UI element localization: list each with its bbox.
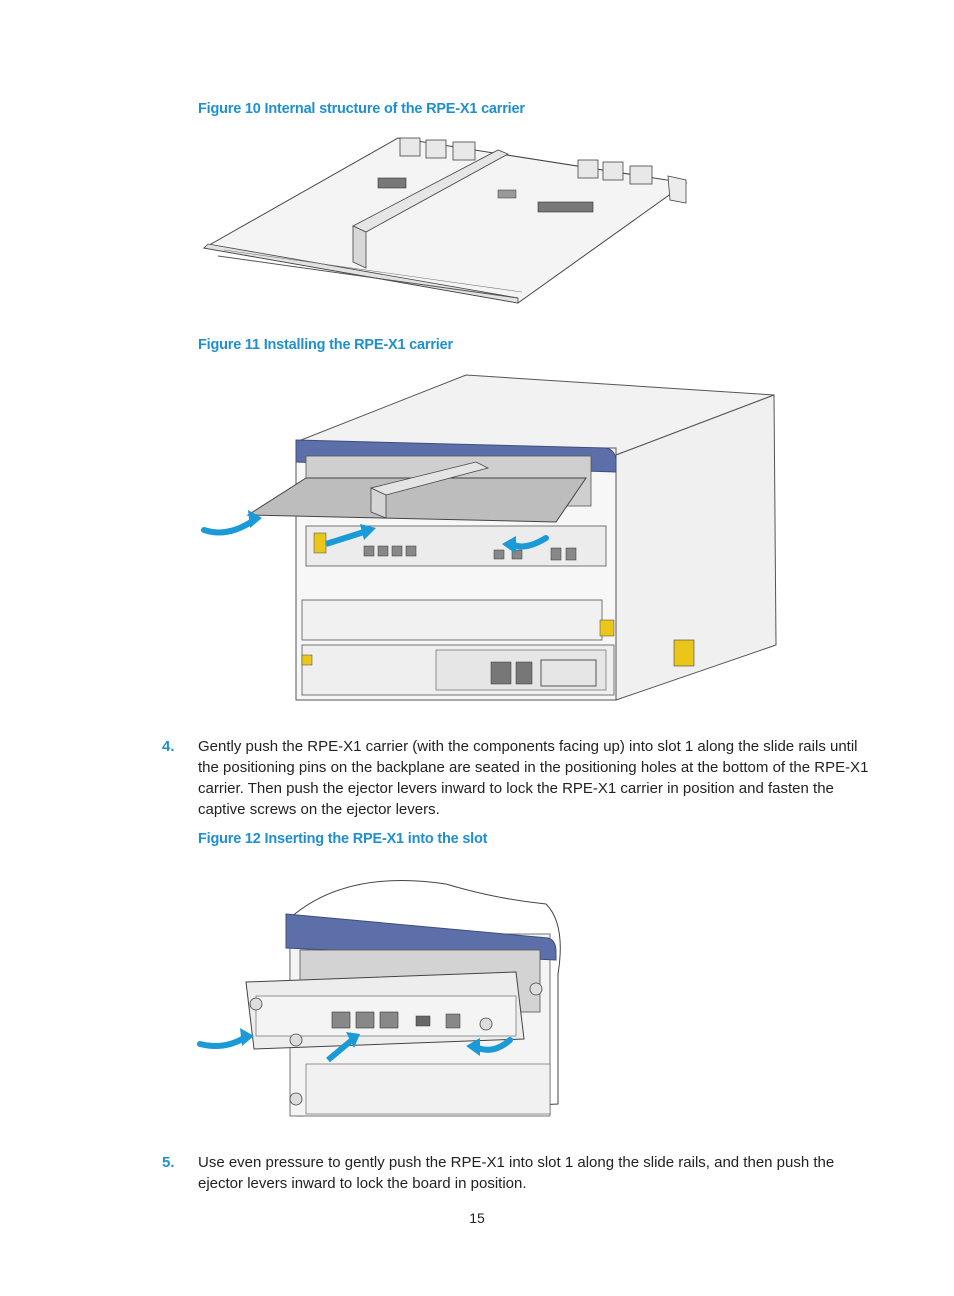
figure-12-slot-illustration (196, 864, 566, 1119)
step-5-text: Use even pressure to gently push the RPE… (198, 1154, 835, 1192)
figure-11-chassis-illustration (196, 370, 780, 705)
figure-11-caption: Figure 11 Installing the RPE-X1 carrier (198, 337, 453, 353)
page-number: 15 (469, 1210, 485, 1226)
step-5-number: 5. (162, 1154, 175, 1171)
figure-10-caption: Figure 10 Internal structure of the RPE-… (198, 101, 525, 117)
step-4-number: 4. (162, 738, 175, 755)
step-5: 5. Use even pressure to gently push the … (162, 1152, 872, 1194)
step-4: 4. Gently push the RPE-X1 carrier (with … (162, 736, 872, 820)
step-4-text: Gently push the RPE-X1 carrier (with the… (198, 738, 869, 818)
figure-10-carrier-illustration (198, 128, 693, 308)
figure-12-caption: Figure 12 Inserting the RPE-X1 into the … (198, 831, 488, 847)
